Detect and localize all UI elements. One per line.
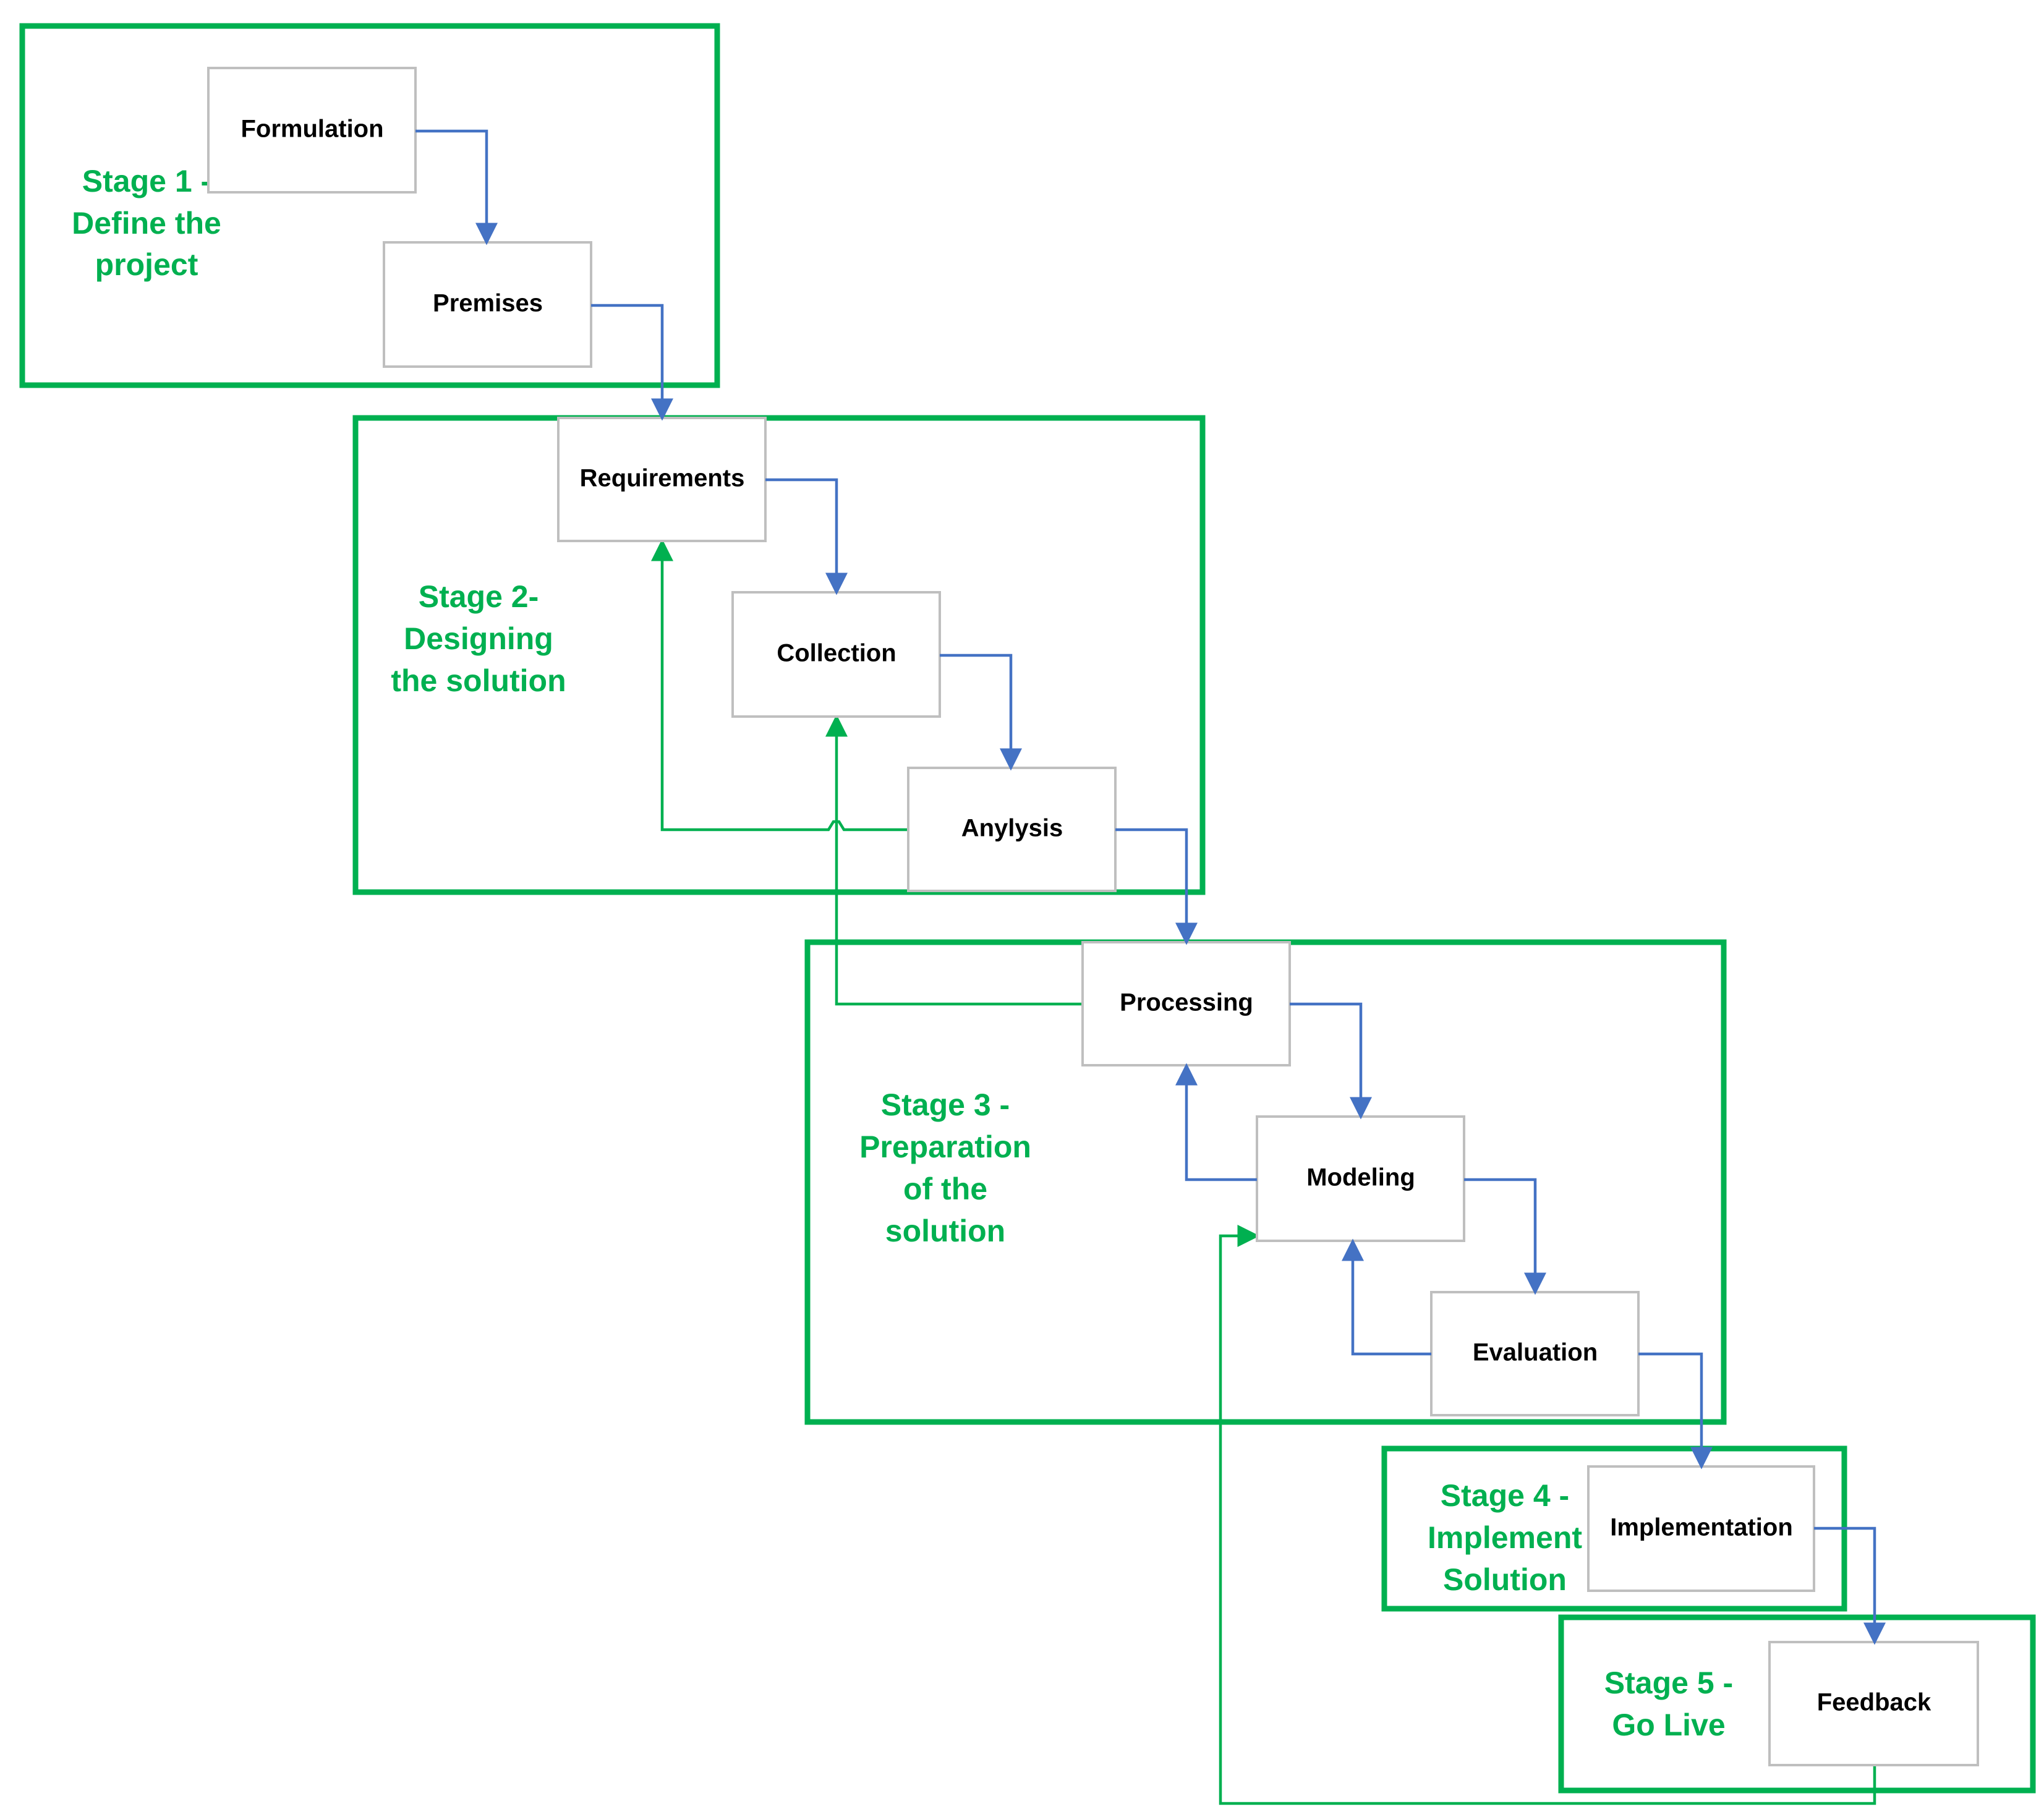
implementation-label: Implementation [1610,1514,1793,1541]
stage-3-label-line: Preparation [859,1130,1031,1164]
stage-2-frame [352,415,1206,895]
forward-connectors [415,129,1886,1645]
stage-5-frame [1558,1614,2036,1794]
modeling-to-evaluation-arrow [1464,1178,1546,1295]
anylysis-step: Anylysis [907,767,1117,892]
premises-to-requirements-arrow [591,304,673,421]
stage-4-label-line: Solution [1443,1562,1567,1597]
stage-3-label-line: solution [885,1214,1005,1248]
anylysis-to-processing-arrow [1115,828,1198,945]
requirements-step: Requirements [557,417,767,542]
evaluation-step: Evaluation [1430,1291,1640,1416]
implementation-to-feedback-arrow [1814,1526,1886,1645]
anylysis-to-requirements-arrow [651,538,908,832]
collection-to-anylysis-arrow [940,653,1022,771]
implementation-step: Implementation [1587,1465,1815,1592]
feedback-to-modeling-arrow [1219,1225,1876,1805]
anylysis-label: Anylysis [961,815,1063,842]
processing-step: Processing [1081,941,1291,1066]
stage-4-label-line: Stage 4 - [1441,1478,1569,1513]
processing-to-collection-arrow [825,714,1083,1006]
requirements-label: Requirements [580,465,745,492]
modeling-to-processing-arrow [1175,1063,1257,1181]
stage-2-label-line: Stage 2- [419,579,539,614]
stage-1-label-line: project [95,247,198,282]
stage-1-label-line: Stage 1 - [82,164,211,198]
processing-label: Processing [1120,989,1253,1016]
feedback-box [1768,1641,1979,1766]
stage-5-label-line: Go Live [1612,1708,1725,1742]
stage-4-label-line: Implement [1428,1520,1582,1555]
modeling-step: Modeling [1256,1115,1465,1242]
stage-1-label: Stage 1 - Define the project [72,164,221,282]
stage-3-label: Stage 3 - Preparation of the solution [859,1088,1031,1248]
collection-box [731,591,941,718]
stage-1-label-line: Define the [72,206,221,240]
formulation-label: Formulation [241,116,383,143]
implementation-box [1587,1465,1815,1592]
premises-step: Premises [383,241,592,368]
evaluation-box [1430,1291,1640,1416]
collection-step: Collection [731,591,941,718]
stage-3-label-line: Stage 3 - [881,1088,1010,1122]
evaluation-to-implementation-arrow [1638,1352,1713,1470]
step-boxes: FormulationPremisesRequirementsCollectio… [207,67,1979,1766]
modeling-label: Modeling [1306,1164,1415,1191]
stage-2-label-line: the solution [391,663,566,698]
formulation-to-premises-arrow [415,129,498,245]
stage-1-frame [19,23,720,388]
stage-5-label: Stage 5 - Go Live [1604,1666,1733,1742]
stage-2-label: Stage 2- Designing the solution [391,579,566,698]
processing-to-modeling-arrow [1290,1002,1372,1120]
stage-5-label-line: Stage 5 - [1604,1666,1733,1700]
evaluation-to-modeling-arrow [1342,1238,1431,1356]
premises-label: Premises [433,290,543,317]
formulation-box [207,67,417,194]
collection-label: Collection [777,640,896,667]
stage-2-label-line: Designing [404,621,553,656]
evaluation-label: Evaluation [1473,1339,1598,1366]
loop-back-connectors [651,538,1876,1805]
stage-3-label-line: of the [903,1172,987,1206]
feedback-step: Feedback [1768,1641,1979,1766]
requirements-to-collection-arrow [765,478,848,595]
feedback-label: Feedback [1817,1689,1931,1716]
formulation-step: Formulation [207,67,417,194]
